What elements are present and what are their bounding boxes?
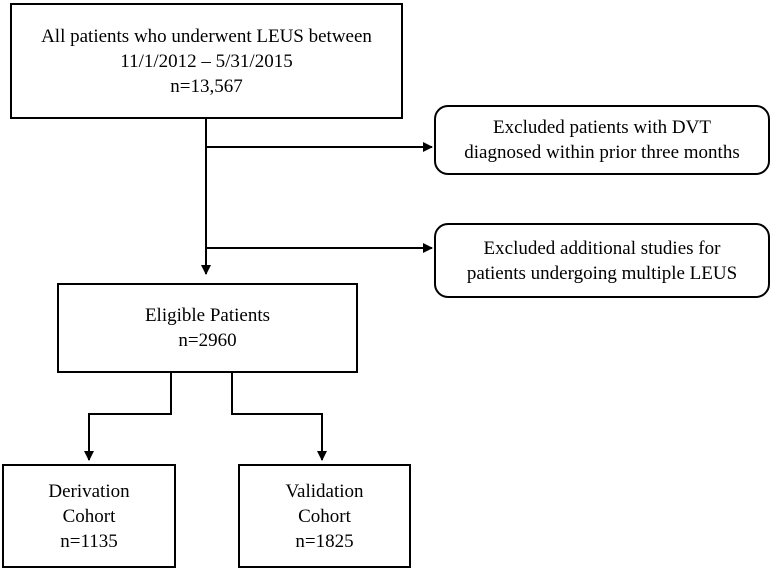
validation-line-3: n=1825: [295, 530, 354, 552]
all-patients-line-2: 11/1/2012 – 5/31/2015: [120, 50, 293, 72]
split-arrow-validation: [231, 371, 327, 461]
exclusion-dvt-line-2: diagnosed within prior three months: [464, 142, 740, 163]
exclusion-dvt-box: Excluded patients with DVT diagnosed wit…: [434, 105, 770, 175]
validation-line-1: Validation: [285, 480, 364, 502]
validation-cohort-box: Validation Cohort n=1825: [238, 464, 411, 568]
eligible-line-2: n=2960: [178, 330, 237, 351]
exclusion-multiple-line-2: patients undergoing multiple LEUS: [466, 262, 738, 284]
all-patients-line-1: All patients who underwent LEUS between: [41, 25, 372, 47]
split-arrow-derivation: [84, 371, 172, 461]
derivation-line-1: Derivation: [48, 480, 130, 502]
derivation-line-2: Cohort: [62, 505, 116, 527]
eligible-patients-box: Eligible Patients n=2960: [57, 283, 358, 373]
all-patients-box: All patients who underwent LEUS between …: [10, 3, 403, 119]
derivation-cohort-box: Derivation Cohort n=1135: [2, 464, 176, 568]
all-patients-line-3: n=13,567: [170, 75, 243, 97]
derivation-line-3: n=1135: [60, 530, 118, 552]
eligible-line-1: Eligible Patients: [144, 305, 271, 326]
exclusion-multiple-line-1: Excluded additional studies for: [483, 237, 721, 259]
exclusion-multiple-box: Excluded additional studies for patients…: [434, 223, 770, 298]
validation-line-2: Cohort: [298, 505, 351, 527]
exclusion-dvt-line-1: Excluded patients with DVT: [493, 117, 711, 138]
